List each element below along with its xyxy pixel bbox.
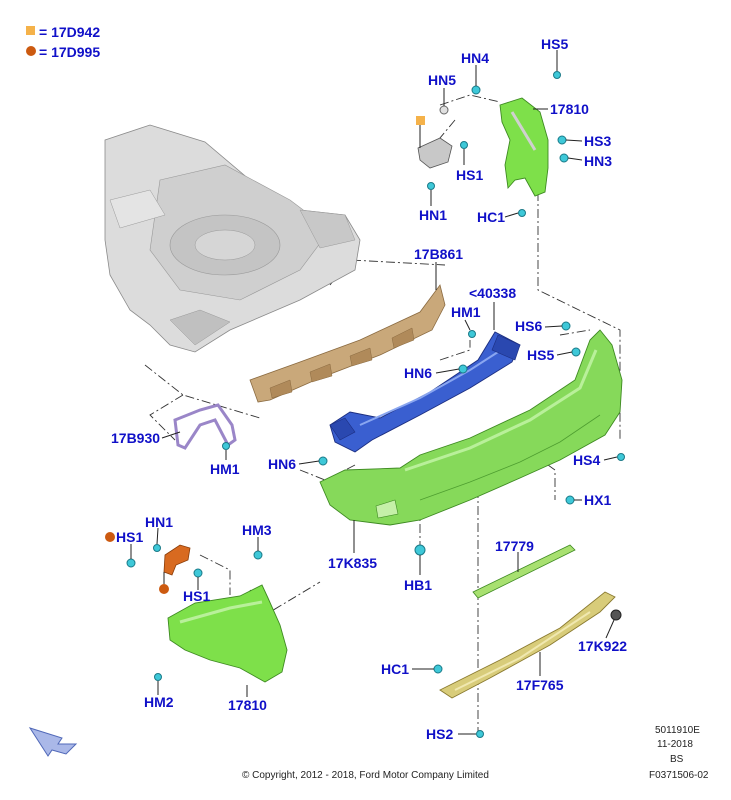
fastener-hn4 [471,85,481,95]
label-hm3: HM3 [242,522,272,538]
label-hs5-mid: HS5 [527,347,554,363]
fastener-hm1-top [468,330,476,338]
label-hs1-top: HS1 [456,167,483,183]
callout-labels: HN4 HS5 HN5 17810 HS3 HN3 HS1 HN1 HC1 17… [111,36,627,742]
label-hs3: HS3 [584,133,611,149]
fastener-hs2 [476,730,484,738]
fastener-hn6-mid [458,364,468,374]
fastener-hc1-top [518,209,526,217]
label-17810-bot: 17810 [228,697,267,713]
legend-square-marker-on-part [416,116,425,125]
label-hb1: HB1 [404,577,432,593]
label-40338: <40338 [469,285,516,301]
lower-valance [439,591,616,699]
label-hs5-top: HS5 [541,36,568,52]
drawing-code-4: F0371506-02 [649,770,709,781]
fastener-hm2 [154,673,162,681]
fastener-hn5 [439,105,449,115]
label-17k922: 17K922 [578,638,627,654]
fastener-hn1-left [153,544,161,552]
fastener-hs1-left [126,558,136,568]
label-17f765: 17F765 [516,677,564,693]
energy-absorber [249,284,446,403]
corner-bracket-upper [416,116,453,169]
drawing-code-2: 11-2018 [657,739,693,750]
label-hn3: HN3 [584,153,612,169]
label-hm1-top: HM1 [451,304,481,320]
legend-circle-marker [26,46,36,56]
label-hs4: HS4 [573,452,600,468]
fastener-hs5-mid [571,347,581,357]
fastener-17k922 [610,609,622,621]
label-hs2: HS2 [426,726,453,742]
bracket-17b930 [173,403,237,450]
label-17779: 17779 [495,538,534,554]
label-hx1: HX1 [584,492,611,508]
label-hn6-mid: HN6 [404,365,432,381]
footer: © Copyright, 2012 - 2018, Ford Motor Com… [242,725,709,781]
label-hn1-top: HN1 [419,207,447,223]
orange-circle-marker-lower [159,584,169,594]
fastener-hs6 [561,321,571,331]
label-hs1-low: HS1 [183,588,210,604]
label-17b930: 17B930 [111,430,160,446]
fastener-hc1-bot [433,664,443,674]
fastener-hs3 [557,135,567,145]
fastener-hx1 [565,495,575,505]
label-hn4: HN4 [461,50,489,66]
legend-square-marker [26,26,35,35]
label-hm2: HM2 [144,694,174,710]
bumper-cover [319,329,623,526]
fastener-hb1 [414,544,426,556]
label-hn5: HN5 [428,72,456,88]
lower-corner-panel [167,584,288,683]
fastener-hn6-low [318,456,328,466]
label-hn6-low: HN6 [268,456,296,472]
label-hm1-bot: HM1 [210,461,240,477]
fastener-hs1-low [193,568,203,578]
drawing-code-1: 5011910E [655,725,700,736]
fastener-hs1-top [460,141,468,149]
legend-label-17d942: = 17D942 [39,24,100,40]
label-hn1-left: HN1 [145,514,173,530]
label-hs1-left: HS1 [116,529,143,545]
legend: = 17D942 = 17D995 [26,24,100,60]
orange-corner-bracket [105,532,191,594]
fastener-hs4 [617,453,625,461]
front-direction-arrow-icon [28,727,78,757]
upper-side-bracket [499,97,549,197]
label-hs6: HS6 [515,318,542,334]
bumper-reinforcement [329,331,521,453]
label-hc1-top: HC1 [477,209,505,225]
legend-label-17d995: = 17D995 [39,44,100,60]
label-hc1-bot: HC1 [381,661,409,677]
fastener-hm3 [253,550,263,560]
fasteners [126,71,625,738]
orange-circle-marker-left [105,532,115,542]
label-17b861: 17B861 [414,246,463,262]
fastener-hn1-top [427,182,435,190]
label-17810-top: 17810 [550,101,589,117]
rear-floor-body [104,124,361,353]
fastener-hs5-top [553,71,561,79]
leader-lines [130,50,618,735]
copyright-text: © Copyright, 2012 - 2018, Ford Motor Com… [242,770,489,781]
fastener-hn3 [559,153,569,163]
drawing-code-3: BS [670,754,684,765]
fastener-hm1-bot [222,442,230,450]
label-17k835: 17K835 [328,555,377,571]
trim-strip [472,544,576,599]
